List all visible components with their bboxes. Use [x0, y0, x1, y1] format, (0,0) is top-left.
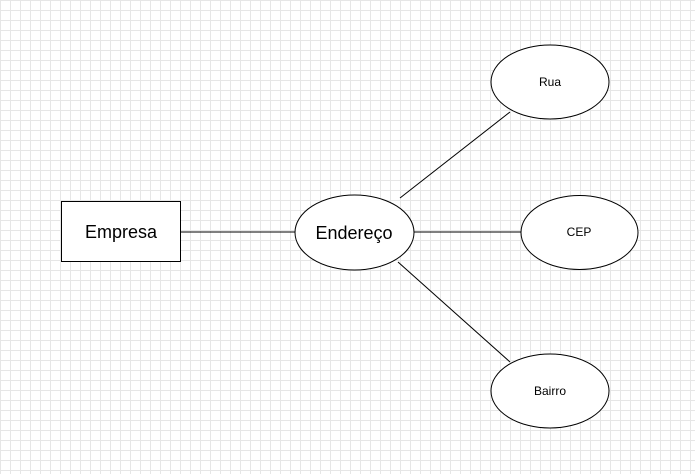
attribute-endereco[interactable]: Endereço: [294, 194, 415, 271]
attribute-ellipse: [490, 44, 610, 120]
attribute-ellipse: [520, 195, 639, 270]
attribute-label: Bairro: [534, 384, 566, 398]
connector-endereco-rua: [399, 111, 511, 199]
attribute-ellipse: [490, 353, 610, 429]
entity-label: Empresa: [85, 222, 158, 242]
entity-box: [61, 201, 181, 262]
attribute-cep[interactable]: CEP: [520, 195, 639, 270]
entity-empresa[interactable]: Empresa: [61, 201, 181, 262]
attribute-label: Rua: [539, 75, 561, 89]
attribute-ellipse: [294, 194, 415, 271]
attribute-rua[interactable]: Rua: [490, 44, 610, 120]
attribute-label: Endereço: [315, 223, 392, 243]
attribute-bairro[interactable]: Bairro: [490, 353, 610, 429]
attribute-label: CEP: [567, 225, 592, 239]
connector-endereco-bairro: [397, 261, 511, 363]
